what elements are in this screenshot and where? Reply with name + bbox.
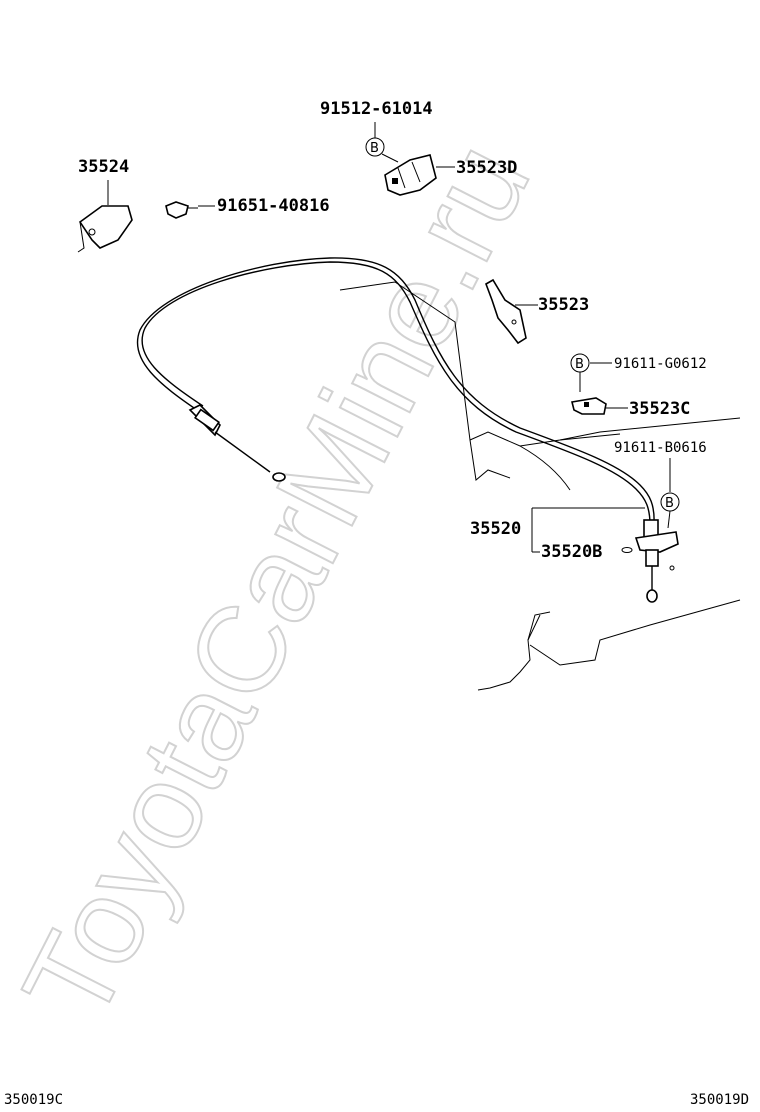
part-35523D <box>384 154 437 196</box>
body-outline <box>339 281 741 691</box>
part-label-35520B: 35520B <box>541 542 602 562</box>
watermark: ToyotaCarMine.ru <box>0 122 555 1042</box>
part-label-91512-61014: 91512-61014 <box>320 99 433 119</box>
illustration-code-left: 350019C <box>4 1092 63 1108</box>
part-label-35523: 35523 <box>538 295 589 315</box>
part-label-91651-40816: 91651-40816 <box>217 196 330 216</box>
illustration-code-right: 350019D <box>690 1092 749 1108</box>
part-35523C <box>571 397 607 415</box>
bolt-marker: B <box>575 357 584 372</box>
bolt-marker: B <box>665 496 674 511</box>
part-label-35523D: 35523D <box>456 158 517 178</box>
part-label-91611-B0616: 91611-B0616 <box>614 440 707 456</box>
part-label-35523C: 35523C <box>629 399 690 419</box>
part-91651-40816 <box>165 201 198 219</box>
part-35523 <box>485 278 527 345</box>
part-label-91611-G0612: 91611-G0612 <box>614 356 707 372</box>
part-35524 <box>77 205 133 253</box>
part-label-35524: 35524 <box>78 157 129 177</box>
bolt-marker: B <box>370 141 379 156</box>
part-label-35520: 35520 <box>470 519 521 539</box>
hood-release-cable <box>136 257 679 603</box>
